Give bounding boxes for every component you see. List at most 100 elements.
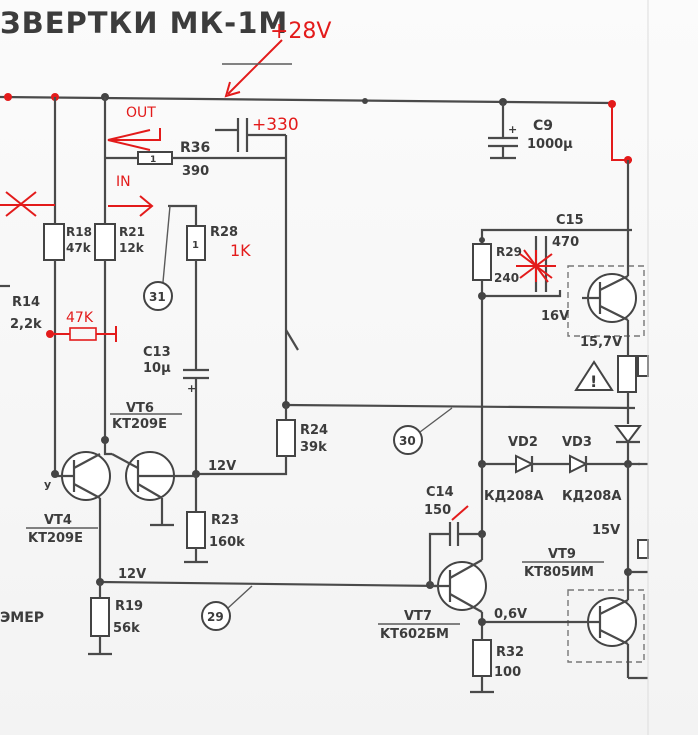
r28-1k-annotation: 1K <box>230 241 251 260</box>
c13-value: 10µ <box>143 361 171 376</box>
heatsink-outline <box>567 589 645 663</box>
heatsink-outline <box>567 265 645 337</box>
c14-wire <box>428 532 450 585</box>
r18-ref: R18 <box>66 225 92 239</box>
r32-value: 100 <box>494 665 521 680</box>
transistor-emitter <box>599 305 629 321</box>
vt6-value: KT209E <box>112 417 167 432</box>
c14-ref: C14 <box>426 485 454 500</box>
edge-terminal <box>637 539 649 559</box>
voltage-15v: 15V <box>592 523 620 538</box>
vt6-collector <box>111 453 139 469</box>
r36-ref: R36 <box>180 140 210 156</box>
voltage-15-7v: 15,7V <box>580 335 622 350</box>
r36-mark: 1 <box>150 155 156 165</box>
r14-ref: R14 <box>12 295 40 310</box>
r24-value: 39k <box>300 440 327 455</box>
vt7-value: KT602БМ <box>380 627 449 642</box>
test-point-30 <box>393 425 423 455</box>
rail-terminal <box>4 93 12 101</box>
bottom-wire <box>99 580 441 588</box>
mid-wire <box>285 403 636 410</box>
voltage-0-6v: 0,6V <box>494 607 527 622</box>
c14-wire <box>458 464 484 536</box>
c15-value: 470 <box>552 235 579 250</box>
vt-collector-wire <box>103 440 112 456</box>
right-resistor <box>617 355 637 393</box>
r28-ref: R28 <box>210 225 238 240</box>
vt-node <box>101 436 109 444</box>
r29-resistor <box>472 243 492 281</box>
r29-node <box>479 237 485 243</box>
in-arrow <box>139 195 154 217</box>
warning-icon <box>574 360 614 391</box>
diode-symbol <box>614 425 642 444</box>
top-rail-wire <box>0 95 613 105</box>
r23-resistor <box>186 511 206 549</box>
vt4-value: KT209E <box>28 531 83 546</box>
r28-wire <box>168 204 198 226</box>
c13-plus: + <box>187 382 196 395</box>
red-47k-annotation: 47K <box>66 310 94 326</box>
voltage-12v-b: 12V <box>118 567 146 582</box>
r19-resistor <box>90 597 110 637</box>
vd2-diode <box>515 454 535 474</box>
r21-resistor <box>94 223 116 261</box>
r32-resistor <box>472 639 492 677</box>
c15-ref: C15 <box>556 213 584 228</box>
edge-terminal <box>637 355 649 377</box>
r19-value: 56k <box>113 621 140 636</box>
c9-value: 1000µ <box>527 137 573 152</box>
r19-ref: R19 <box>115 599 143 614</box>
tp30-label: 30 <box>399 434 416 448</box>
red-47k-resistor <box>69 327 97 341</box>
r24-ref: R24 <box>300 423 328 438</box>
r24-resistor <box>276 419 296 457</box>
red-star-line <box>523 249 549 283</box>
tp31-lead <box>162 205 171 283</box>
tp31-label: 31 <box>149 290 166 304</box>
vt9-collector <box>599 599 629 615</box>
r23-ref: R23 <box>211 513 239 528</box>
voltage-16v: 16V <box>541 309 569 324</box>
c13-ref: C13 <box>143 345 171 360</box>
c9-plus: + <box>508 123 517 136</box>
vt4-ref: VT4 <box>44 513 72 528</box>
vt6-ref: VT6 <box>126 401 154 416</box>
r18-value: 47k <box>66 241 92 255</box>
r18-resistor <box>43 223 65 261</box>
vd3-diode <box>569 454 589 474</box>
vt7-collector <box>449 559 483 579</box>
supply-arrow <box>227 39 283 95</box>
voltage-12v-a: 12V <box>208 459 236 474</box>
r29-value: 240 <box>494 271 519 285</box>
vd2-value: КД208А <box>484 489 543 504</box>
warning-mark: ! <box>590 372 597 391</box>
vd3-value: КД208А <box>562 489 621 504</box>
left-partial-label: ЭМЕР <box>0 610 44 626</box>
vt9-value: KT805ИМ <box>524 565 594 580</box>
tp29-label: 29 <box>207 610 224 624</box>
vt9-emitter <box>599 629 629 645</box>
test-point-29 <box>201 601 231 631</box>
c9-ref: C9 <box>533 118 553 134</box>
c330-annotation: +330 <box>252 115 299 135</box>
out-annotation: OUT <box>126 105 156 121</box>
r29-node <box>478 292 486 300</box>
red-tick <box>451 505 469 521</box>
c15-wire <box>480 228 632 240</box>
r23-value: 160k <box>209 535 245 550</box>
r36-value: 390 <box>182 164 209 179</box>
vd2-ref: VD2 <box>508 435 538 450</box>
r32-ref: R32 <box>496 645 524 660</box>
r14-value: 2,2k <box>10 317 42 332</box>
vd3-ref: VD3 <box>562 435 592 450</box>
r21-ref: R21 <box>119 225 145 239</box>
tp29-lead <box>227 585 253 609</box>
red-starburst <box>516 249 556 283</box>
r29-wire <box>482 290 562 298</box>
in-annotation: IN <box>116 174 131 190</box>
vt4-mark: y <box>44 478 51 491</box>
